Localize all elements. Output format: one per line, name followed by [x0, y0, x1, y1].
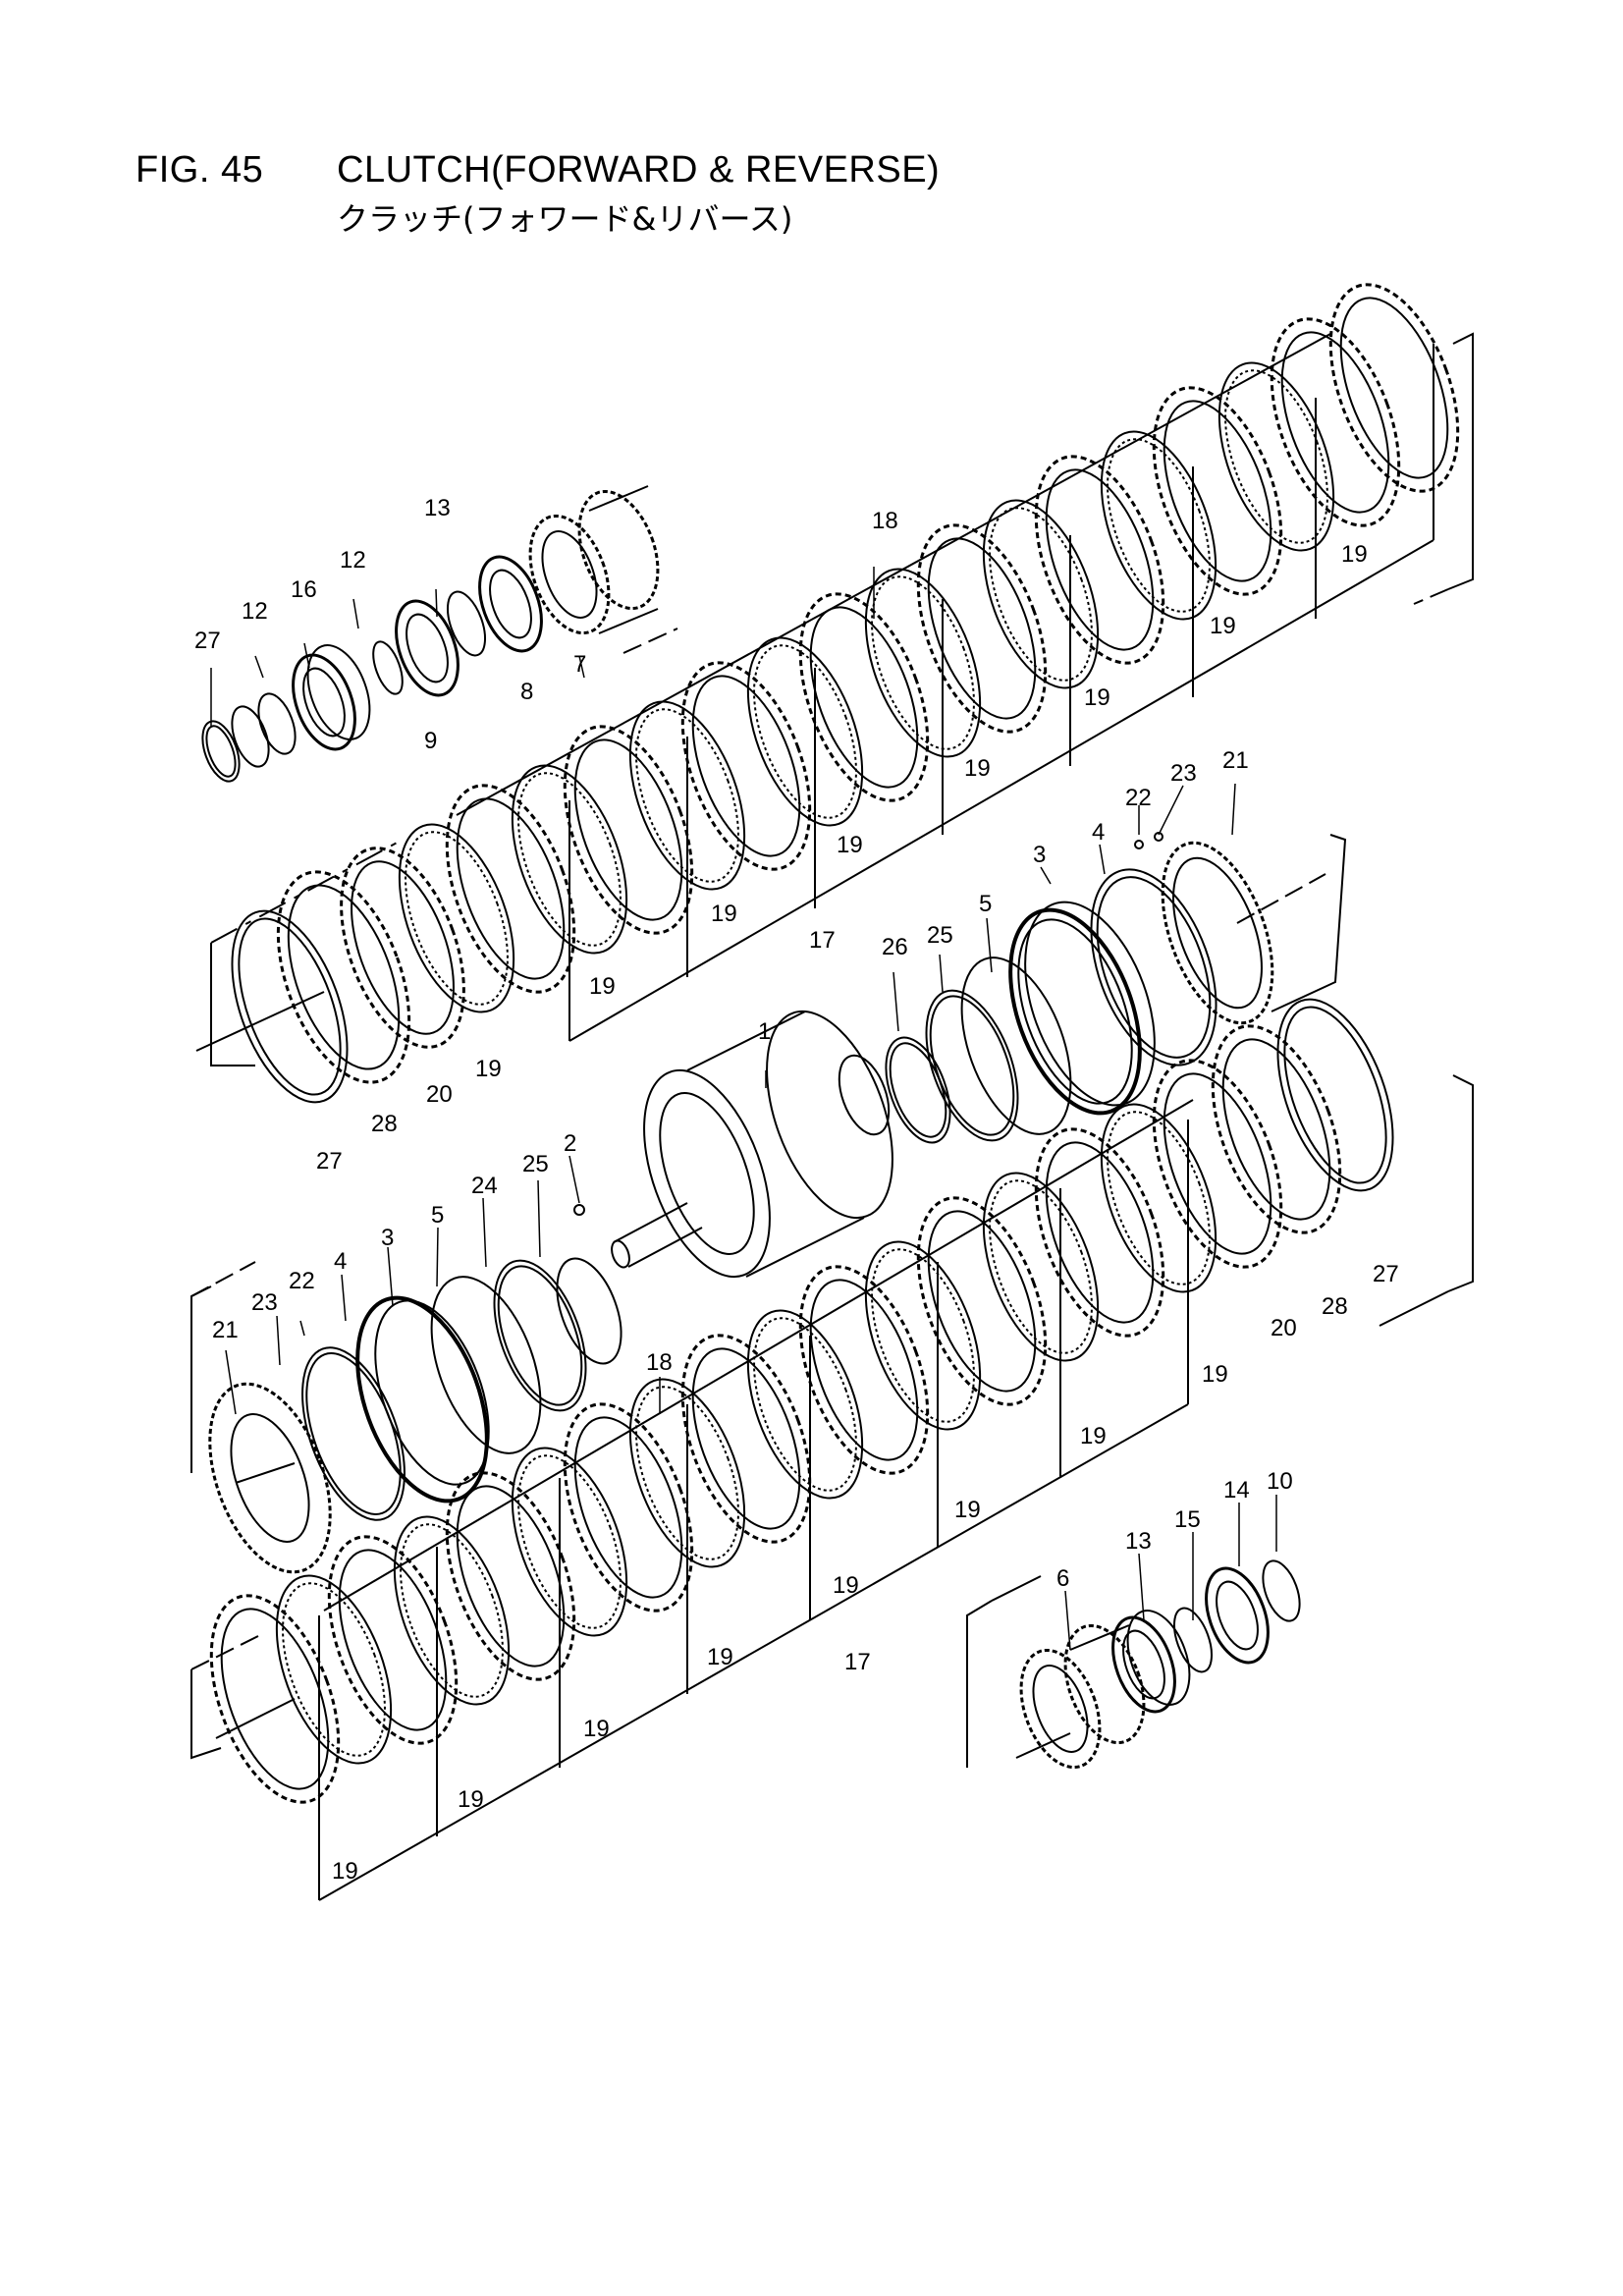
upper-stack-bracket: [210, 332, 1474, 1066]
callout-11: 13: [424, 495, 451, 521]
callout-28: 28: [1322, 1293, 1348, 1320]
callout-4: 4: [1092, 819, 1105, 846]
callout-19: 19: [1341, 541, 1368, 568]
upper-right-piston-parts: [885, 832, 1347, 1144]
callout-19: 19: [964, 755, 991, 782]
callout-7: 7: [573, 651, 586, 678]
callout-19: 19: [458, 1786, 484, 1813]
lower-clutch-plates: [209, 998, 1394, 1804]
callout-24: 24: [471, 1173, 498, 1199]
figure-number: FIG. 45: [135, 149, 264, 191]
callout-10: 9: [424, 728, 437, 754]
callout-12: 12: [242, 598, 268, 625]
callout-20: 20: [1271, 1315, 1297, 1341]
callout-19: 19: [589, 973, 616, 1000]
callout-21: 21: [212, 1317, 239, 1343]
figure-title-text: CLUTCH(FORWARD & REVERSE): [337, 149, 941, 191]
callout-15: 15: [1174, 1506, 1201, 1533]
callout-23: 23: [1170, 760, 1197, 787]
callout-5: 5: [431, 1202, 444, 1229]
figure-subtitle: クラッチ(フォワード&リバース): [337, 200, 793, 238]
callout-26: 27: [194, 628, 221, 654]
lower-right-small-parts: [966, 1559, 1301, 1770]
callout-22: 22: [1125, 785, 1152, 811]
callout-25: 26: [882, 934, 908, 960]
callout-8: 10: [1267, 1468, 1293, 1495]
callout-19: 19: [1084, 684, 1110, 711]
callout-19: 19: [711, 901, 737, 927]
clutch-hub: [573, 1010, 893, 1279]
callout-1: 1: [758, 1018, 771, 1045]
callout-6: 6: [1056, 1565, 1069, 1592]
callout-12: 12: [340, 547, 366, 574]
callout-3: 3: [381, 1225, 394, 1251]
callout-22: 22: [289, 1268, 315, 1294]
callout-18: 18: [646, 1349, 673, 1376]
callout-19: 19: [954, 1497, 981, 1523]
callout-19: 19: [833, 1572, 859, 1599]
callout-19: 19: [1202, 1361, 1228, 1388]
callout-19: 19: [837, 832, 863, 858]
callout-19: 19: [1080, 1423, 1107, 1449]
callout-27: 27: [1373, 1261, 1399, 1287]
callout-17: 17: [809, 927, 836, 954]
callout-9: 8: [520, 679, 533, 705]
callout-19: 19: [475, 1056, 502, 1082]
upper-left-small-parts: [201, 485, 678, 783]
callout-27: 27: [316, 1148, 343, 1175]
callout-5: 5: [979, 891, 992, 917]
callout-4: 4: [334, 1248, 347, 1275]
callout-21: 21: [1222, 747, 1249, 774]
callout-17: 17: [844, 1649, 871, 1675]
leader-lines: [210, 567, 1277, 1651]
callout-14: 14: [1223, 1477, 1250, 1503]
figure-title: FIG. 45 CLUTCH(FORWARD & REVERSE): [135, 149, 940, 191]
callout-23: 23: [251, 1289, 278, 1316]
callout-19: 19: [583, 1716, 610, 1742]
callout-25: 25: [522, 1151, 549, 1177]
callout-18: 18: [872, 508, 898, 534]
callout-3: 3: [1033, 842, 1046, 868]
callout-2: 2: [564, 1130, 576, 1157]
callout-24: 25: [927, 922, 953, 949]
callout-28: 28: [371, 1111, 398, 1137]
callout-19: 19: [332, 1858, 358, 1885]
lower-left-piston-parts: [190, 1257, 622, 1574]
upper-clutch-plates: [195, 283, 1460, 1104]
callout-16: 16: [291, 576, 317, 603]
callout-13: 13: [1125, 1528, 1152, 1555]
callout-labels: 18 13 12 16 12 27 7 8 9 19 19 19 19 19 1…: [194, 495, 1399, 1885]
callout-20: 20: [426, 1081, 453, 1108]
callout-19: 19: [1210, 613, 1236, 639]
callout-19: 19: [707, 1644, 733, 1670]
